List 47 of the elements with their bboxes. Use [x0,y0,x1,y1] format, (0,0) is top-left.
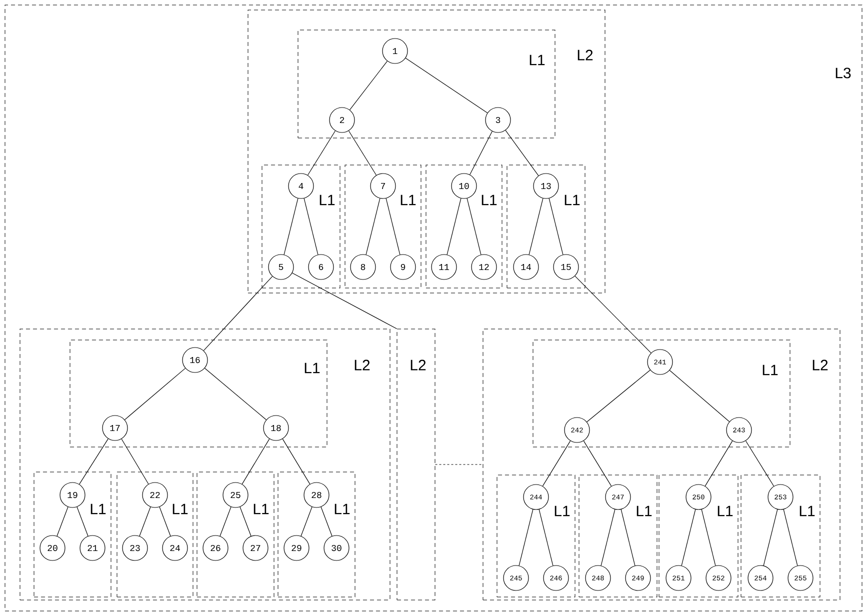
tree-edge [518,509,534,566]
tree-edge [124,368,186,420]
tree-edge [203,276,273,351]
tree-edge [405,58,488,114]
tree-edge [204,368,266,420]
tree-edge [139,506,151,536]
tree-edge [704,440,733,486]
tree-edge [542,440,571,486]
tree-edge [586,370,650,422]
tree-edge [538,509,554,566]
tree-edge [620,509,636,566]
tree-edge [669,370,730,422]
tree-edge [745,440,774,486]
tree-edge [242,438,270,484]
tree-edge [284,198,298,255]
tree-edge [583,440,612,486]
tree-edge [79,438,108,484]
tree-edge [505,130,539,176]
tree-edge [701,509,716,566]
tree-edge [350,60,388,110]
ellipsis-line [434,464,484,465]
tree-edge [366,198,380,255]
tree-edge [386,198,400,255]
tree-edge [763,509,778,566]
tree-edge [56,506,68,536]
tree-edge [304,198,318,255]
tree-edge [121,438,149,484]
tree-edge [159,506,171,536]
tree-edge [240,506,252,536]
tree-edge [76,506,88,536]
tree-edge [574,276,652,354]
tree-edge [783,509,798,566]
tree-edge [320,506,332,536]
tree-edge [466,198,482,255]
tree-edge [307,130,336,176]
tree-edge [220,506,232,536]
tree-edge [470,131,492,175]
dashed-box: L2 [396,328,436,600]
tree-edge [300,506,312,536]
tree-edge [348,130,377,176]
tree-edge [600,509,616,566]
tree-edge [446,198,462,255]
tree-edge [681,509,696,566]
tree-edge [548,198,564,255]
tree-edge [528,198,544,255]
tree-edge [292,272,398,330]
tree-edge [282,438,310,484]
